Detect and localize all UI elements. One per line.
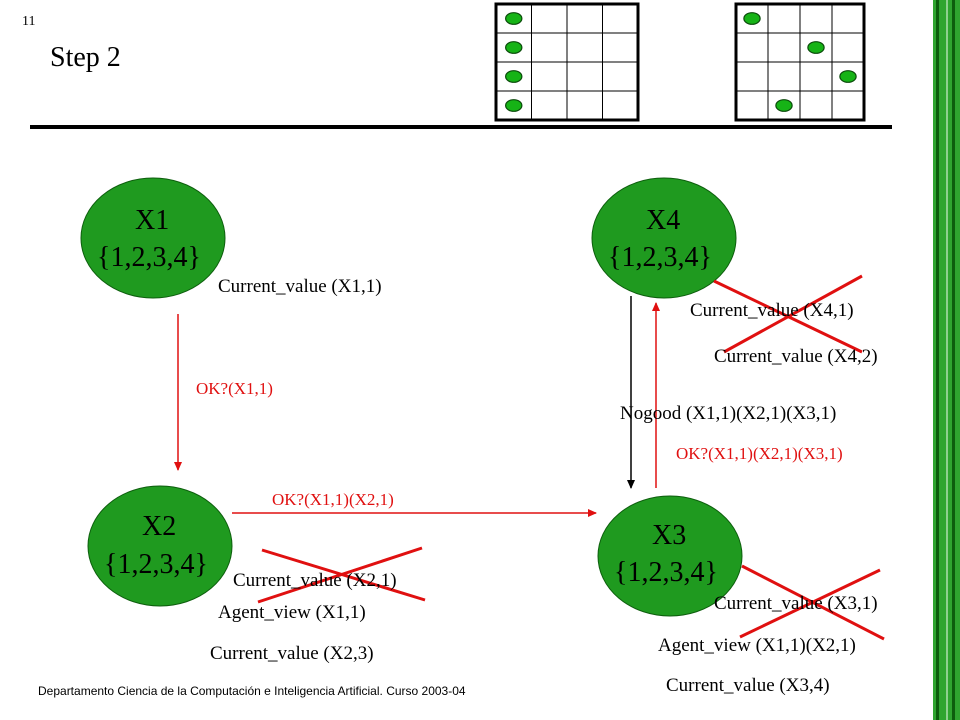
- node-x4-name: X4: [646, 205, 681, 236]
- node-x1-circle: [80, 177, 226, 299]
- message-ok-x2-to-x3: OK?(X1,1)(X2,1): [272, 490, 394, 509]
- node-x4-domain: {1,2,3,4}: [608, 242, 712, 273]
- title-divider: [30, 125, 892, 129]
- footer-text: Departamento Ciencia de la Computación e…: [38, 684, 466, 698]
- message-ok-x3-to-x4: OK?(X1,1)(X2,1)(X3,1): [676, 444, 843, 463]
- message-ok-x1-to-x2: OK?(X1,1): [196, 379, 273, 398]
- cross-out-x2-current: [257, 546, 426, 604]
- slide-number: 11: [22, 14, 36, 29]
- node-x4-circle: [591, 177, 737, 299]
- node-x1-name: X1: [135, 205, 170, 236]
- queen-marker: [505, 12, 523, 25]
- x1-current-value: Current_value (X1,1): [218, 276, 382, 297]
- nogood-label: Nogood (X1,1)(X2,1)(X3,1): [620, 403, 837, 424]
- x3-current-value-new: Current_value (X3,4): [666, 675, 830, 696]
- node-x2-domain: {1,2,3,4}: [104, 549, 208, 580]
- x3-agent-view: Agent_view (X1,1)(X2,1): [658, 635, 856, 656]
- queen-marker: [505, 41, 523, 54]
- queen-marker: [839, 70, 857, 83]
- x2-current-value-new: Current_value (X2,3): [210, 643, 374, 664]
- queen-marker: [505, 70, 523, 83]
- queen-marker: [775, 99, 793, 112]
- slide-title: Step 2: [50, 42, 121, 73]
- x2-current-value-old: Current_value (X2,1): [233, 570, 397, 591]
- chessboard-left: [494, 2, 640, 122]
- cross-out-x3-current: [739, 564, 885, 641]
- node-x2-circle: [87, 485, 233, 607]
- right-decorative-border: [933, 0, 960, 720]
- node-x2-name: X2: [142, 511, 177, 542]
- x4-current-value-new: Current_value (X4,2): [714, 346, 878, 367]
- x3-current-value-old: Current_value (X3,1): [714, 593, 878, 614]
- x4-current-value-old: Current_value (X4,1): [690, 300, 854, 321]
- node-x3-circle: [597, 495, 743, 617]
- queen-marker: [807, 41, 825, 54]
- queen-marker: [743, 12, 761, 25]
- node-x3-domain: {1,2,3,4}: [614, 557, 718, 588]
- cross-out-x4-current: [713, 274, 863, 354]
- node-x3-name: X3: [652, 520, 687, 551]
- chessboard-right: [734, 2, 866, 122]
- x2-agent-view: Agent_view (X1,1): [218, 602, 366, 623]
- queen-marker: [505, 99, 523, 112]
- node-x1-domain: {1,2,3,4}: [97, 242, 201, 273]
